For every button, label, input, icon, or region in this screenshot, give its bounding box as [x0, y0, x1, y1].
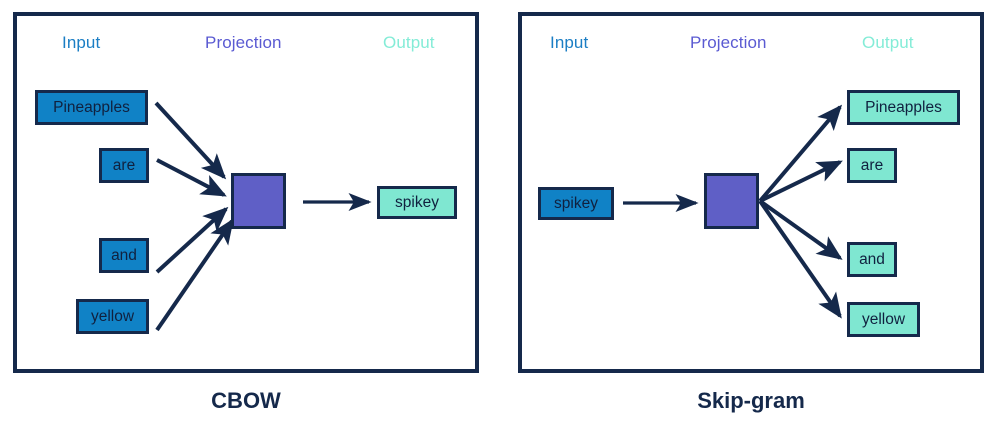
cbow-input-node-are[interactable]: are — [99, 148, 149, 183]
skipgram-header-input: Input — [550, 33, 589, 52]
node-label: yellow — [90, 307, 135, 325]
node-label: Pineapples — [53, 98, 130, 116]
node-label: are — [860, 156, 884, 174]
cbow-header-projection: Projection — [205, 33, 282, 52]
skipgram-header-projection: Projection — [690, 33, 767, 52]
cbow-header-output: Output — [383, 33, 435, 52]
node-label: spikey — [554, 194, 598, 212]
node-label: and — [111, 246, 137, 264]
cbow-output-node-spikey[interactable]: spikey — [377, 186, 457, 219]
cbow-input-node-and[interactable]: and — [99, 238, 149, 273]
cbow-input-node-yellow[interactable]: yellow — [76, 299, 149, 334]
caption-cbow: CBOW — [211, 388, 281, 413]
caption-skipgram: Skip-gram — [697, 388, 805, 413]
node-label: Pineapples — [865, 98, 942, 116]
skipgram-input-node-spikey[interactable]: spikey — [538, 187, 614, 220]
skipgram-output-node-are[interactable]: are — [847, 148, 897, 183]
skipgram-output-node-and[interactable]: and — [847, 242, 897, 277]
skipgram-output-node-yellow[interactable]: yellow — [847, 302, 920, 337]
skipgram-output-node-pineapples[interactable]: Pineapples — [847, 90, 960, 125]
skipgram-header-output: Output — [862, 33, 914, 52]
node-label: and — [859, 250, 885, 268]
cbow-projection-node[interactable] — [231, 173, 286, 229]
node-label: are — [112, 156, 136, 174]
skipgram-projection-node[interactable] — [704, 173, 759, 229]
cbow-header-input: Input — [62, 33, 101, 52]
cbow-input-node-pineapples[interactable]: Pineapples — [35, 90, 148, 125]
node-label: yellow — [861, 310, 906, 328]
node-label: spikey — [395, 193, 439, 211]
